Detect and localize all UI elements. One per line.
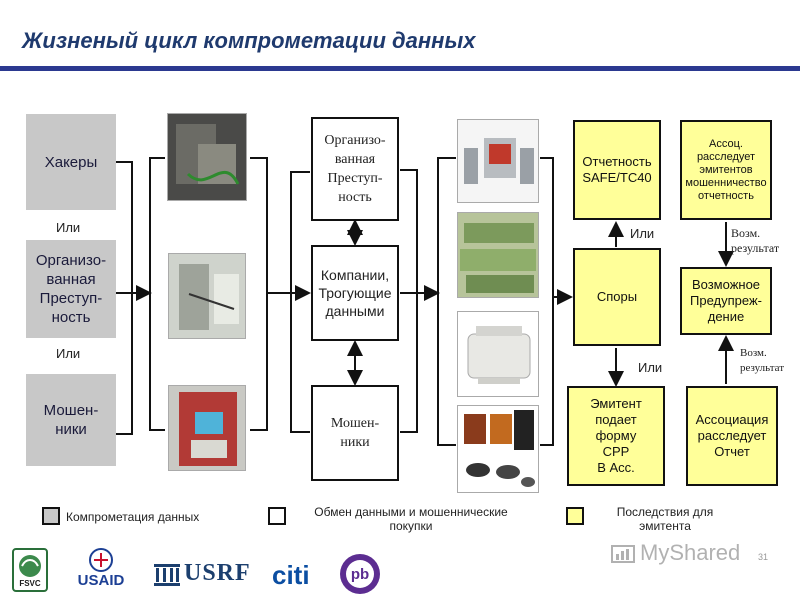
center-organized-crime: Организо- ванная Преступ- ность [311,117,399,221]
legend-compromise-label: Компрометация данных [66,510,200,524]
legend-swatch-consequences [566,507,584,525]
usrf-logo: USRF [152,558,250,590]
center-fraudsters-label: Мошен- ники [330,416,380,450]
box-association-report: Ассоциация расследует Отчет [686,386,778,486]
title-underline [0,66,800,71]
page-number: 31 [758,552,769,562]
pb-logo: pb [340,554,380,594]
fsvc-logo-text: FSVC [19,579,41,588]
source-organized-crime: Организо- ванная Преступ- ность [26,240,116,338]
source-hackers-label: Хакеры [44,153,98,171]
citi-logo: citi [272,560,316,590]
legend-swatch-exchange [268,507,286,525]
legend-exchange-label: Обмен данными и мошеннические покупки [314,505,508,533]
center-companies-label: Компании, Трогующие данными [318,267,392,319]
center-companies: Компании, Трогующие данными [311,245,399,341]
pb-logo-text: pb [346,560,374,588]
source-hackers: Хакеры [26,114,116,210]
box-issuer-files-label: Эмитент подает форму CPP В Асс. [590,396,642,475]
photo-atm [168,385,246,471]
usaid-logo: USAID [70,548,132,594]
photo-card-reader [168,253,246,339]
usaid-logo-text: USAID [77,572,125,589]
watermark: MyShared [610,540,770,570]
legend-consequences-label: Последствия для эмитента [616,505,714,533]
box-disputes-label: Споры [596,289,638,304]
box-disputes: Споры [573,248,661,346]
box-association-report-label: Ассоциация расследует Отчет [695,412,769,459]
box-association-investigates: Ассоц. расследует эмитентов мошенничеств… [680,120,772,220]
box-association-investigates-label: Ассоц. расследует эмитентов мошенничеств… [685,137,767,202]
watermark-text: MyShared [640,540,741,565]
photo-games-products [457,405,539,493]
or-label-2: Или [56,346,81,361]
possible-result-label-2: Возм. результат [740,347,785,374]
box-issuer-files-cpp: Эмитент подает форму CPP В Асс. [567,386,665,486]
center-organized-crime-label: Организо- ванная Преступ- ность [324,133,386,205]
or-label-top: Или [630,226,655,241]
fsvc-logo: FSVC [12,548,48,592]
center-fraudsters: Мошен- ники [311,385,399,481]
photo-skimmer-device [167,113,247,201]
legend-swatch-compromise [42,507,60,525]
usrf-logo-text: USRF [184,560,251,586]
or-label-bottom: Или [638,360,663,375]
possible-result-label-1: Возм. результат [731,226,780,255]
box-possible-warning: Возможное Предупреж- дение [680,267,772,335]
source-fraudsters-label: Мошен- ники [43,402,99,438]
box-reporting-label: Отчетность SAFE/TC40 [582,154,652,185]
box-possible-warning-label: Возможное Предупреж- дение [690,277,762,324]
box-reporting-safe-tc40: Отчетность SAFE/TC40 [573,120,661,220]
or-label-1: Или [56,220,81,235]
photo-printer [457,311,539,397]
photo-electronics [457,119,539,203]
source-organized-crime-label: Организо- ванная Преступ- ность [35,252,107,326]
watermark-icon [611,545,635,563]
source-fraudsters: Мошен- ники [26,374,116,466]
citi-logo-text: citi [272,560,310,590]
page-title: Жизненый цикл компрометации данных [22,28,476,53]
photo-money [457,212,539,298]
